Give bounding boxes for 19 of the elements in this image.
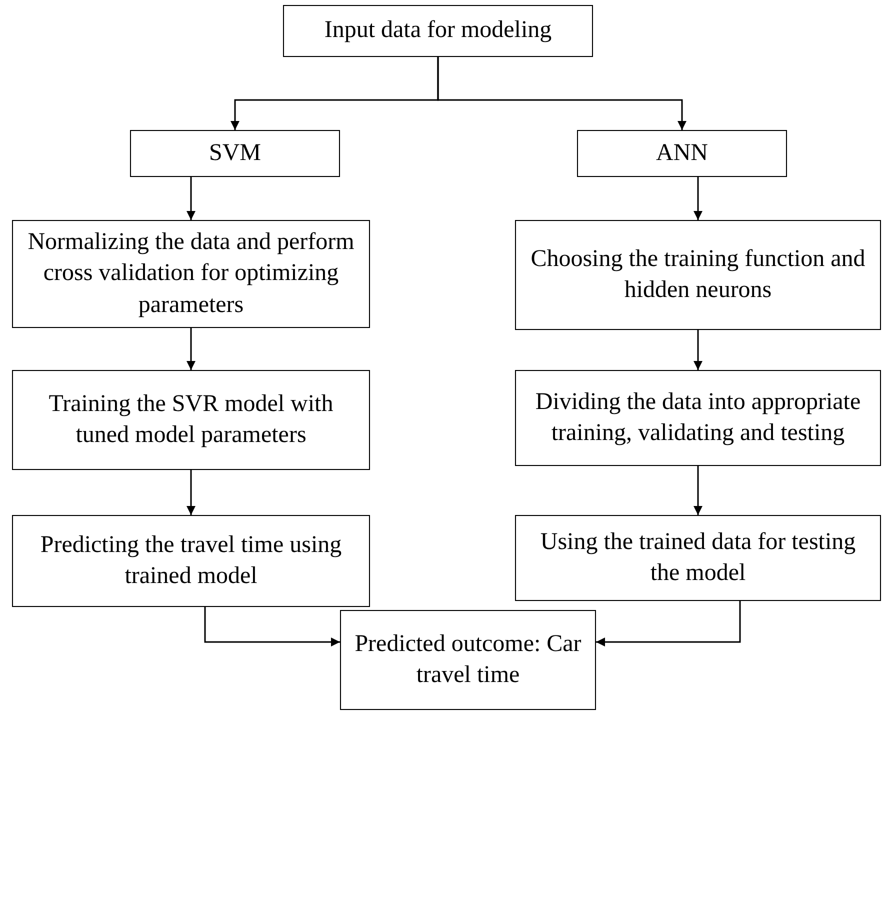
process-box: Predicted outcome: Car travel time [340, 610, 596, 710]
process-box: Choosing the training function and hidden neurons [515, 220, 881, 330]
arrow [694, 177, 702, 220]
process-box: Input data for modeling [283, 5, 593, 57]
arrow [437, 57, 686, 130]
arrow [694, 466, 702, 515]
process-box: Using the trained data for testing the model [515, 515, 881, 601]
arrow [694, 330, 702, 370]
process-box: Predicting the travel time using trained model [12, 515, 370, 607]
process-box: Normalizing the data and perform cross validation for optimizing parameters [12, 220, 370, 328]
process-box: ANN [577, 130, 787, 177]
process-box: Dividing the data into appropriate training, validating and testing [515, 370, 881, 466]
arrow [204, 607, 340, 646]
arrow [186, 177, 196, 220]
arrow [596, 601, 741, 646]
process-box: Training the SVR model with tuned model parameters [12, 370, 370, 470]
arrow [186, 328, 196, 370]
arrow [186, 470, 196, 515]
process-box: SVM [130, 130, 340, 177]
